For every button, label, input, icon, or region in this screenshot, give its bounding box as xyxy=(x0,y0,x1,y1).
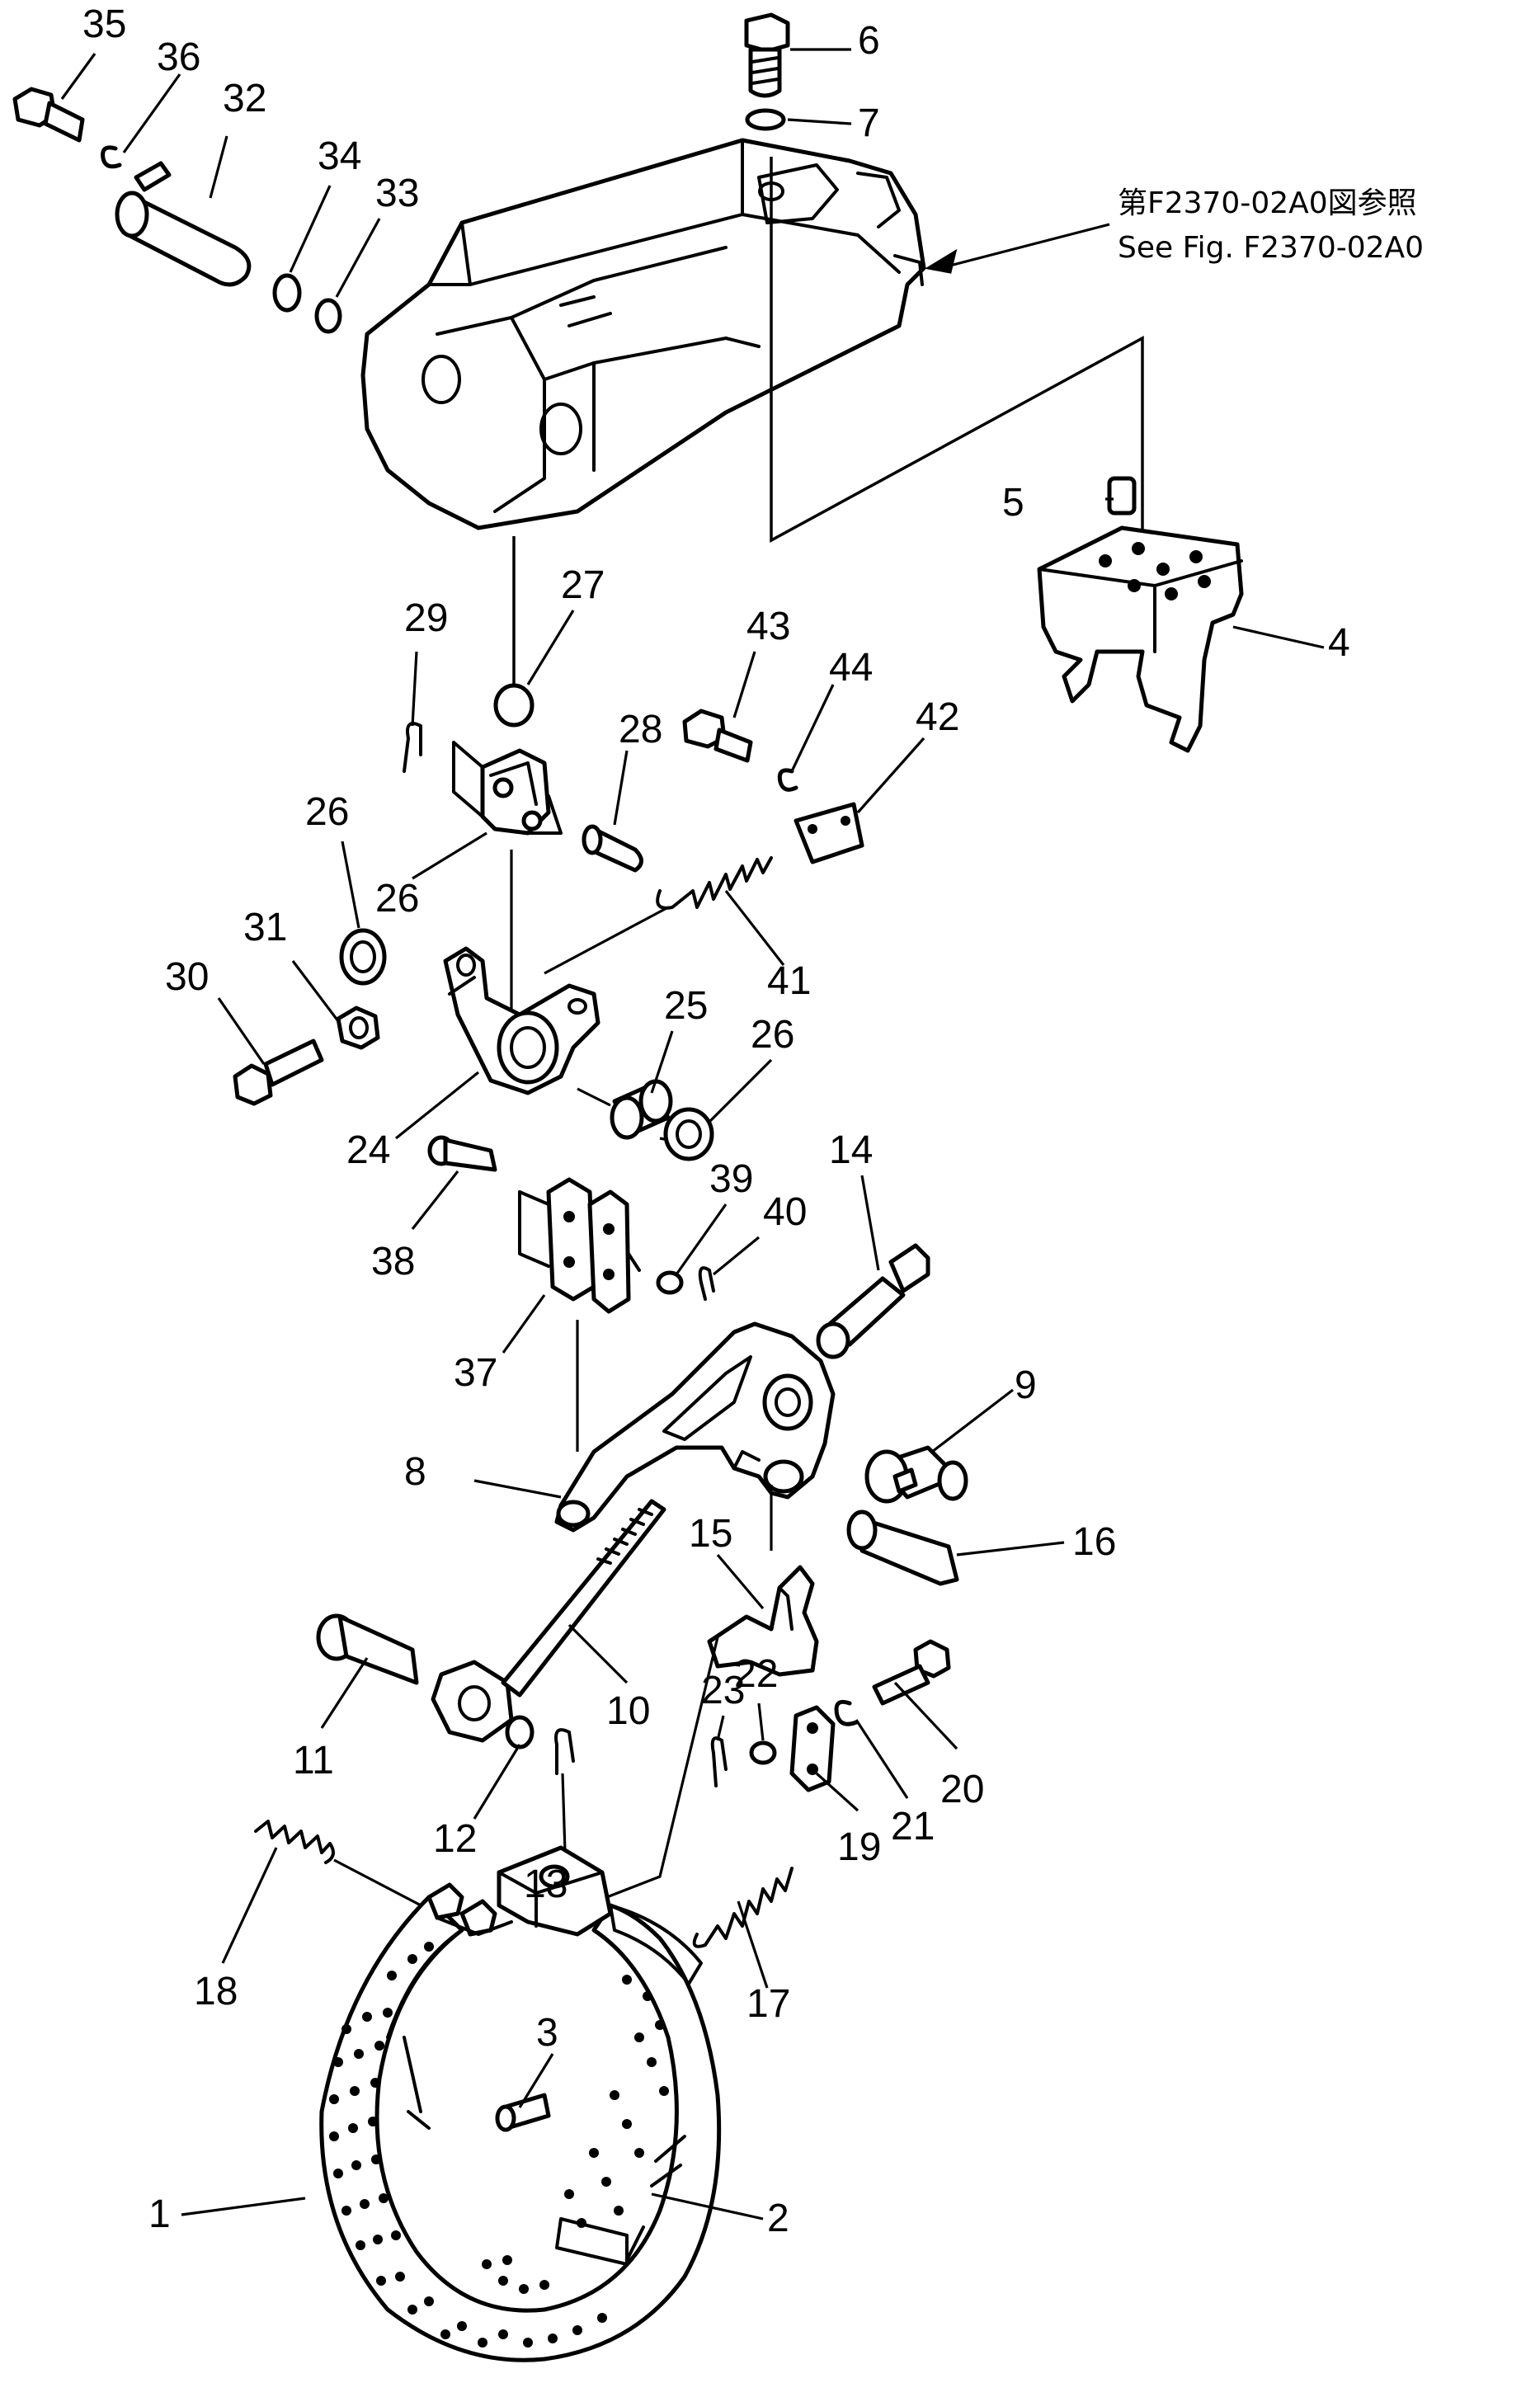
callout-41: 40 xyxy=(763,1190,807,1234)
callout-12: 12 xyxy=(433,1817,477,1861)
bearing-26-upper xyxy=(339,928,387,986)
callout-16: 16 xyxy=(1072,1520,1116,1564)
callout-4: 4 xyxy=(1328,621,1350,665)
block-15 xyxy=(707,1565,819,1677)
pin-39 xyxy=(427,1135,497,1172)
spring-17 xyxy=(692,1867,794,1948)
plate-43 xyxy=(794,802,864,864)
arm-8 xyxy=(554,1321,836,1533)
cotter-pin-13 xyxy=(554,1728,575,1775)
bracket-4 xyxy=(1037,525,1244,753)
brake-band-1 xyxy=(319,1895,722,2362)
callout-20: 20 xyxy=(940,1768,984,1811)
callout-15: 15 xyxy=(689,1512,732,1556)
bearing-25 xyxy=(610,1079,673,1140)
washer-40 xyxy=(656,1270,684,1295)
o-ring-34 xyxy=(314,298,342,334)
callout-27: 26 xyxy=(375,877,419,921)
washer-7 xyxy=(745,108,786,131)
callout-8: 8 xyxy=(404,1450,426,1494)
pin-11 xyxy=(316,1613,419,1685)
callout-5: 5 xyxy=(1002,481,1024,525)
callout-22: 22 xyxy=(734,1652,778,1696)
pin-3 xyxy=(495,2093,551,2132)
callout-26-lower: 26 xyxy=(751,1013,794,1057)
callout-43: 42 xyxy=(916,695,959,739)
callout-45: 44 xyxy=(829,646,873,690)
reference-note-english: See Fig. F2370-02A0 xyxy=(1118,231,1424,265)
callout-32: 31 xyxy=(243,906,287,949)
callout-18: 18 xyxy=(194,1970,238,2013)
bolt-6 xyxy=(744,12,790,98)
callout-17: 17 xyxy=(746,1982,790,2026)
callout-14: 14 xyxy=(829,1128,873,1172)
clevis-38 xyxy=(518,1177,641,1314)
callout-39: 38 xyxy=(371,1240,415,1283)
callout-1: 1 xyxy=(148,2192,171,2236)
bolt-36 xyxy=(12,87,85,143)
washer-12 xyxy=(505,1715,535,1750)
callout-21: 21 xyxy=(891,1805,935,1848)
cotter-pin-41 xyxy=(698,1266,715,1301)
washer-22 xyxy=(749,1740,777,1765)
bolt-44 xyxy=(682,709,753,763)
callout-24: 24 xyxy=(346,1128,390,1172)
callout-28: 27 xyxy=(561,563,605,607)
callout-42: 41 xyxy=(767,959,811,1003)
reference-note-japanese: 第F2370-02A0図参照 xyxy=(1118,186,1417,220)
callout-6: 6 xyxy=(858,19,880,63)
callout-25: 25 xyxy=(664,984,708,1028)
bearing-26-lower xyxy=(663,1107,714,1161)
cotter-pin-30 xyxy=(403,722,422,773)
callout-33: 32 xyxy=(223,77,266,120)
spring-42 xyxy=(656,856,773,910)
bushing-28 xyxy=(493,683,535,728)
clevis-27 xyxy=(452,741,563,836)
callout-31: 30 xyxy=(165,955,209,999)
bolt-20 xyxy=(872,1639,951,1706)
callout-35: 34 xyxy=(318,134,361,178)
callout-2: 2 xyxy=(767,2197,789,2240)
pin-14 xyxy=(816,1243,930,1359)
spring-18 xyxy=(254,1820,335,1864)
callout-34: 33 xyxy=(375,172,419,215)
callout-44: 43 xyxy=(746,605,790,648)
callout-29: 28 xyxy=(619,708,662,751)
callout-38: 37 xyxy=(454,1351,497,1395)
pin-5 xyxy=(1107,476,1137,516)
callout-30: 29 xyxy=(404,596,448,640)
valve-housing xyxy=(360,138,926,530)
callout-numbers: 35 36 32 34 33 6 7 第F2370-02A0図参照 See Fi… xyxy=(82,2,1424,2240)
callout-36: 35 xyxy=(82,2,126,46)
callout-7: 7 xyxy=(858,101,880,145)
pin-29 xyxy=(582,824,643,873)
callout-19: 19 xyxy=(837,1825,881,1869)
o-ring-35 xyxy=(272,273,302,313)
pin-33 xyxy=(115,161,252,287)
rod-10 xyxy=(431,1499,666,1743)
bracket-19 xyxy=(789,1705,836,1792)
callout-9: 9 xyxy=(1015,1363,1037,1407)
lever-24 xyxy=(443,946,600,1095)
clip-37 xyxy=(101,145,122,169)
clip-21 xyxy=(834,1699,859,1726)
reference-arrow-head xyxy=(924,248,958,274)
callout-26-upper: 26 xyxy=(305,790,349,834)
callout-13: 13 xyxy=(524,1863,567,1906)
callout-3: 3 xyxy=(536,2011,558,2055)
callout-11: 11 xyxy=(293,1739,334,1783)
pin-16 xyxy=(846,1509,959,1586)
leader-lines xyxy=(60,48,1325,2221)
nut-32 xyxy=(336,1005,380,1050)
cotter-pin-23 xyxy=(710,1736,728,1787)
band-bracket xyxy=(426,1845,613,1937)
callout-37: 36 xyxy=(157,35,200,79)
bolt-31 xyxy=(233,1038,324,1106)
callout-10: 10 xyxy=(606,1689,650,1733)
callout-40: 39 xyxy=(709,1157,753,1201)
pin-9 xyxy=(864,1445,968,1504)
callout-23: 23 xyxy=(701,1669,745,1712)
clip-45 xyxy=(777,768,798,792)
